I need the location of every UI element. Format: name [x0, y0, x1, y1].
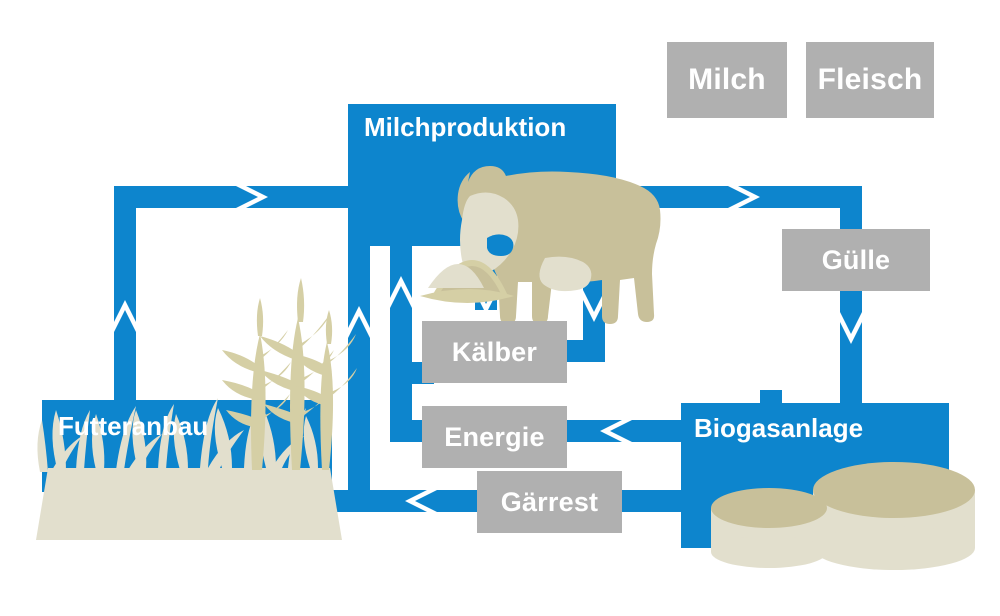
- flow-top-right-horizontal: [600, 186, 862, 208]
- chip-kaelber[interactable]: Kälber: [422, 321, 567, 383]
- feed-pile-illustration: [420, 260, 514, 303]
- arrow-down-inner-right: [583, 290, 605, 322]
- flow-top-left-horizontal: [114, 186, 362, 208]
- chip-energie-label: Energie: [444, 421, 545, 452]
- chip-fleisch-label: Fleisch: [817, 63, 923, 96]
- grass-illustration: [37, 398, 318, 472]
- chip-milch-label: Milch: [688, 63, 766, 96]
- cow-illustration: [457, 166, 661, 324]
- cow-tail-shape: [629, 200, 646, 273]
- arrow-up-left-outer: [114, 300, 136, 332]
- arrow-left-gaerrest: [405, 490, 437, 512]
- arrow-up-inner-left-b: [390, 276, 412, 308]
- arrow-left-energie: [600, 420, 632, 442]
- flow-arrow-chevrons: [114, 186, 862, 512]
- arrow-up-inner-left-a: [348, 306, 370, 338]
- arrow-down-right-outer: [840, 312, 862, 344]
- chip-fleisch[interactable]: Fleisch: [806, 42, 934, 118]
- biogas-tank-large: [813, 462, 975, 570]
- cow-udder-shape: [539, 256, 592, 292]
- chip-guelle-label: Gülle: [821, 244, 891, 275]
- chip-kaelber-label: Kälber: [451, 336, 538, 367]
- chip-guelle[interactable]: Gülle: [782, 229, 930, 291]
- arrow-right-top-left: [236, 186, 268, 208]
- biogas-tank-small: [711, 488, 827, 568]
- field-base-shape: [36, 468, 342, 540]
- cow-ear-shape: [487, 234, 514, 256]
- chip-gaerrest[interactable]: Gärrest: [477, 471, 622, 533]
- chip-energie[interactable]: Energie: [422, 406, 567, 468]
- stage-futteranbau[interactable]: [36, 278, 357, 540]
- stage-biogasanlage[interactable]: [681, 403, 975, 570]
- arrow-right-top-right: [728, 186, 760, 208]
- chip-gaerrest-label: Gärrest: [500, 486, 599, 517]
- stage-milchproduktion[interactable]: [348, 104, 661, 324]
- corn-illustration: [222, 278, 357, 470]
- chip-milch[interactable]: Milch: [667, 42, 787, 118]
- flow-inner-left-vertical-a: [348, 230, 370, 510]
